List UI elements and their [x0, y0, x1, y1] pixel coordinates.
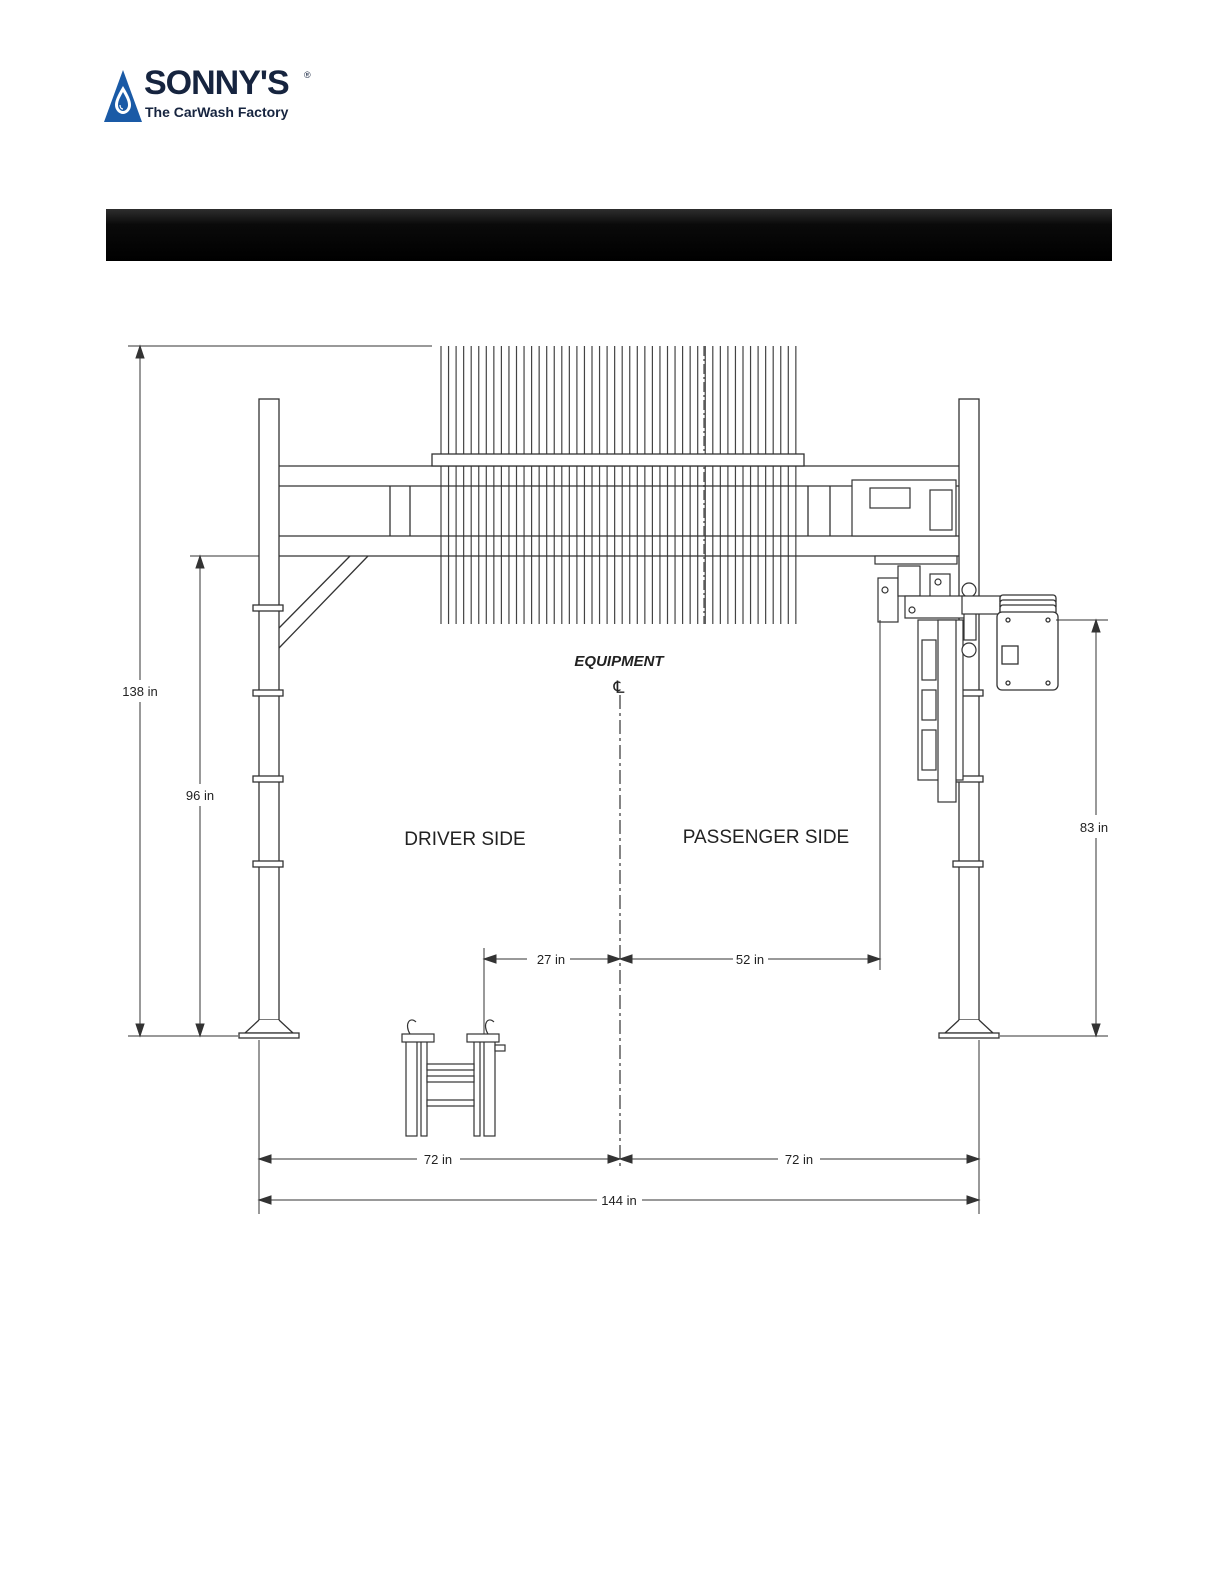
- driver-side-label: DRIVER SIDE: [404, 829, 525, 850]
- dim-label-overall-height: 138 in: [122, 684, 157, 699]
- passenger-side-label: PASSENGER SIDE: [683, 827, 849, 848]
- corner-brace: [279, 556, 368, 648]
- dim-label-right-half-width: 72 in: [785, 1152, 813, 1167]
- dim-label-overall-width: 144 in: [601, 1193, 636, 1208]
- dim-widths: [259, 1040, 979, 1214]
- left-column: [239, 399, 299, 1038]
- guide-rail-pedestal: [402, 1020, 505, 1136]
- equipment-label: EQUIPMENT: [574, 653, 665, 670]
- brush-bristles: [441, 346, 796, 624]
- dim-label-left-offset: 27 in: [537, 952, 565, 967]
- dim-label-right-offset: 52 in: [736, 952, 764, 967]
- dim-label-panel-height: 83 in: [1080, 820, 1108, 835]
- control-panel-box: [997, 595, 1058, 690]
- centerline-symbol: ℄: [613, 678, 625, 697]
- dim-label-arm-height: 96 in: [186, 788, 214, 803]
- dim-label-left-half-width: 72 in: [424, 1152, 452, 1167]
